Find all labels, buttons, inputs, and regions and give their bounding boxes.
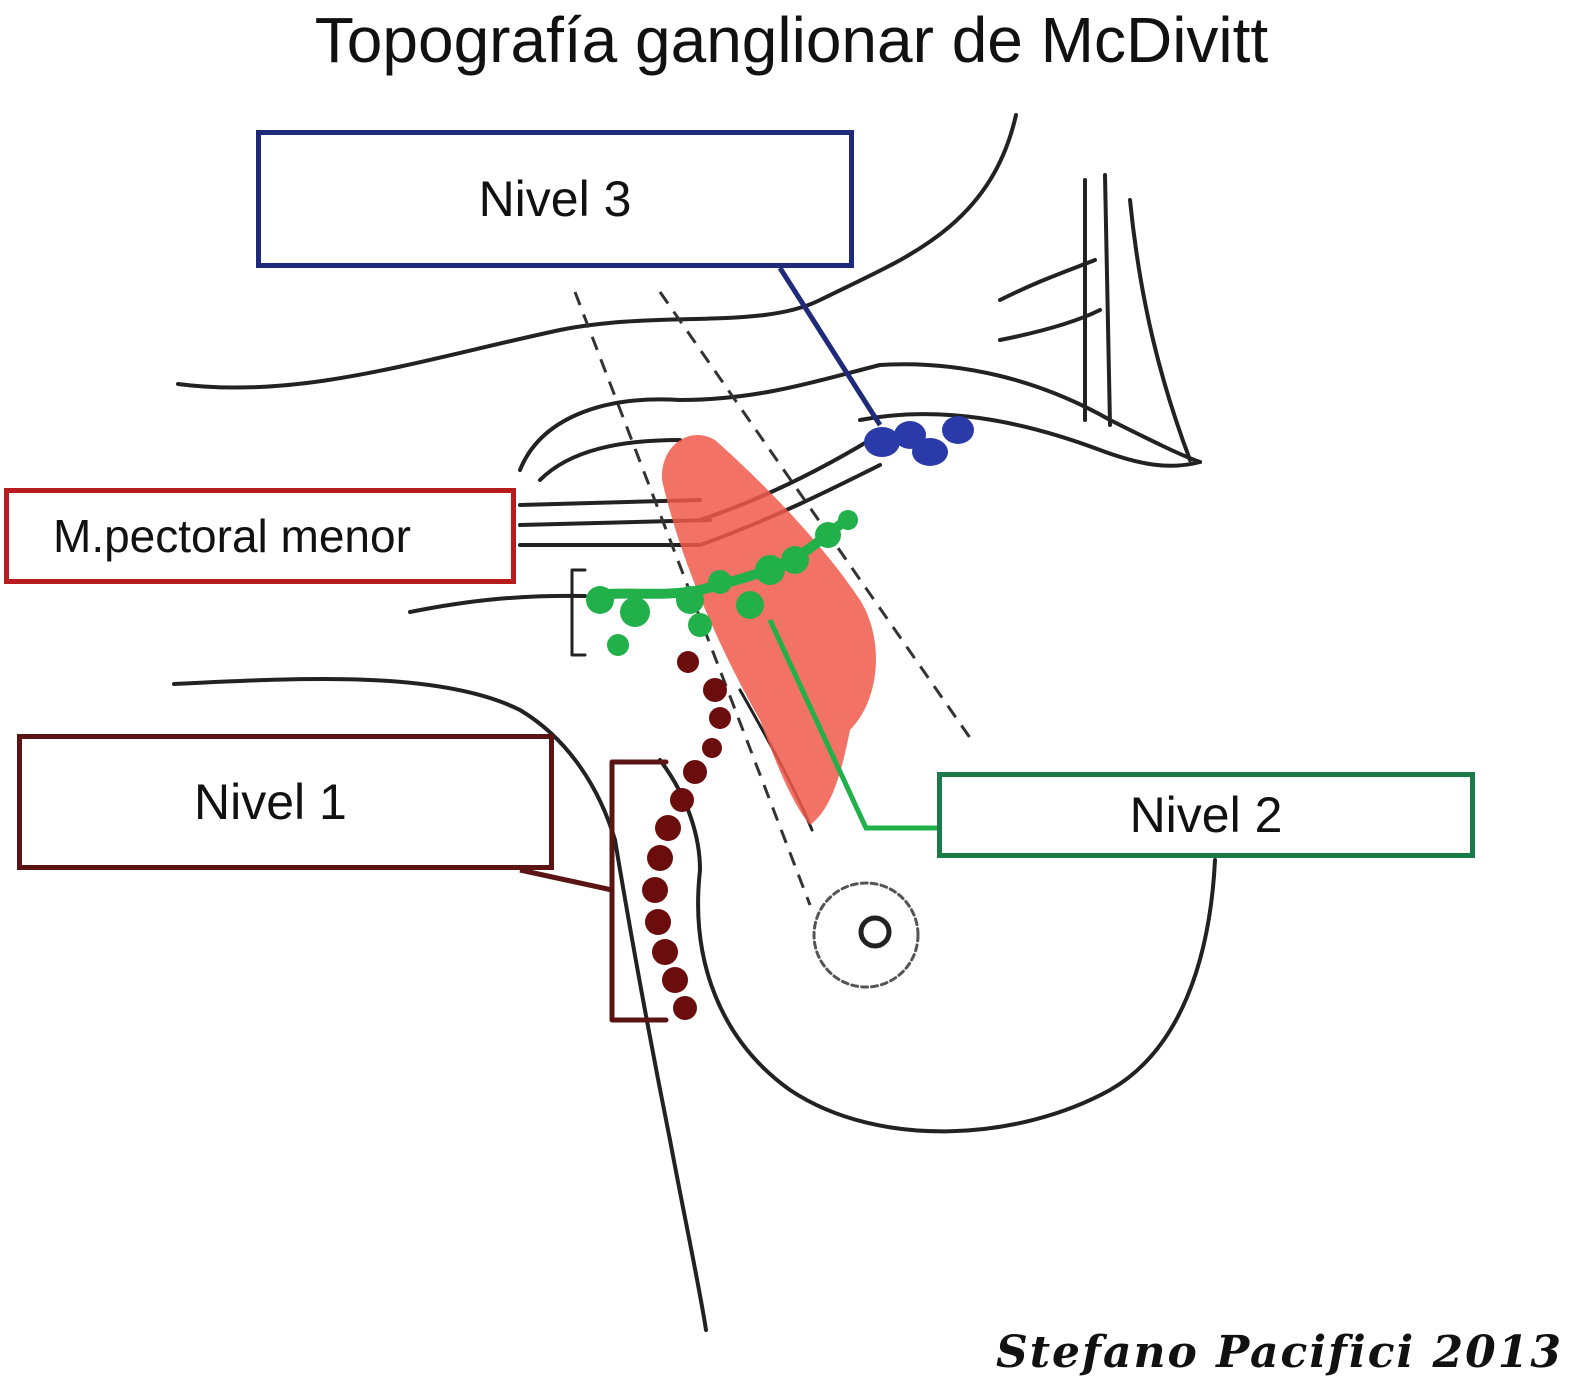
level1-lymph-nodes xyxy=(642,651,731,1020)
nivel3-leader-line xyxy=(777,266,883,427)
nivel2-leader-line xyxy=(767,618,937,831)
nivel1-label: Nivel 1 xyxy=(17,734,554,870)
level-boundaries xyxy=(573,291,977,906)
author-signature: Stefano Pacifici 2013 xyxy=(995,1327,1563,1378)
diagram-title: Topografía ganglionar de McDivitt xyxy=(314,4,1269,76)
nivel1-leader-line xyxy=(519,867,613,893)
pectoral-minor-label: M.pectoral menor xyxy=(4,488,516,584)
pectoralis-minor-muscle xyxy=(661,434,877,825)
level2-lymph-nodes xyxy=(586,510,858,656)
nivel3-label: Nivel 3 xyxy=(256,130,854,268)
nivel2-label: Nivel 2 xyxy=(937,772,1475,858)
level3-lymph-nodes xyxy=(864,416,974,466)
anatomy-outline xyxy=(172,113,1217,1332)
leader-lines xyxy=(519,266,937,893)
